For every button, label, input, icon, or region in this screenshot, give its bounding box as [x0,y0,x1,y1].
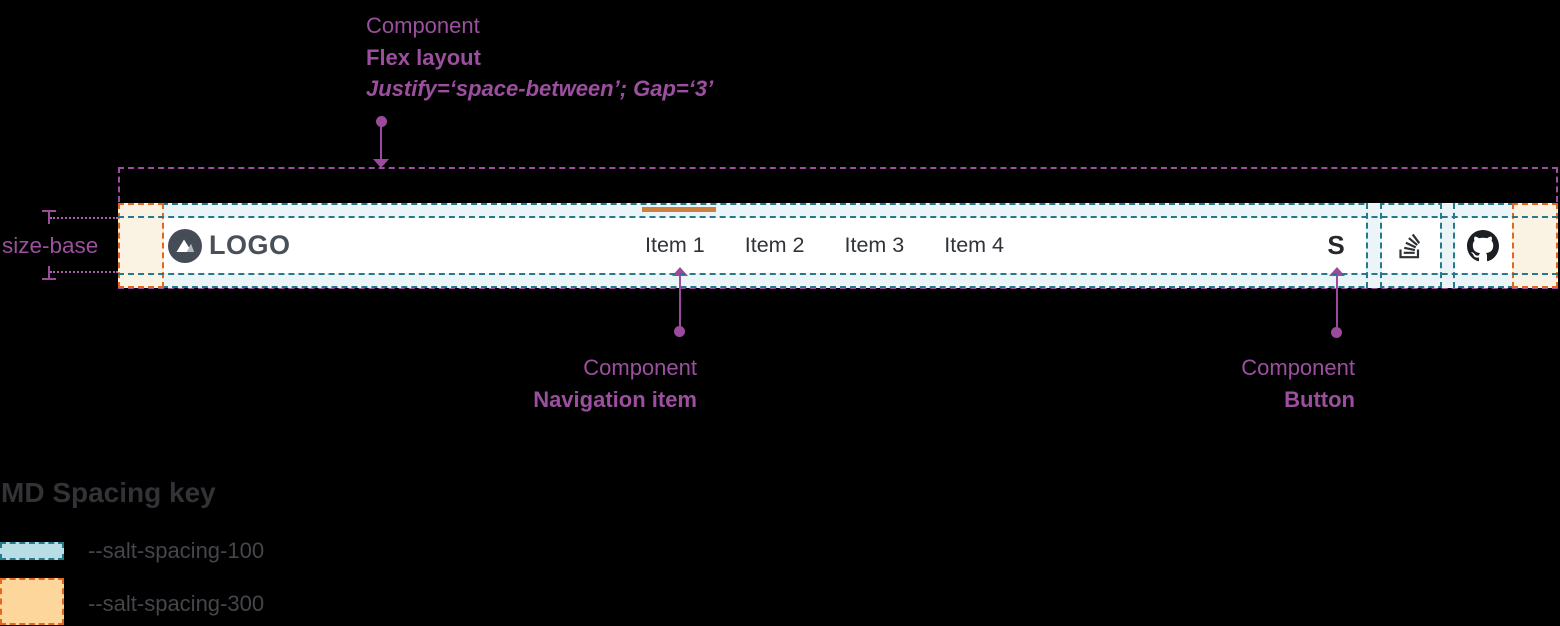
navigation-items: Item 1 Item 2 Item 3 Item 4 [645,203,1004,288]
flex-layout-annotation: Component Flex layout Justify=‘space-bet… [366,10,713,105]
nav-item-3[interactable]: Item 3 [844,233,905,257]
spacing-100-token: --salt-spacing-100 [88,538,265,563]
s-letter-icon: S [1327,230,1345,260]
logo-text: LOGO [209,230,291,260]
button-arrow-line [1336,275,1338,327]
nav-item-1[interactable]: Item 1 [645,233,705,257]
nav-item-arrow-line [679,275,681,327]
annotation-title: Navigation item [533,386,697,412]
annotation-eyebrow: Component [366,13,480,38]
nav-item-4[interactable]: Item 4 [944,233,1004,257]
nav-item-arrow-dot [674,326,685,337]
size-base-label: size-base [2,233,99,258]
spacing-100-gap-2 [1440,203,1455,288]
annotation-title: Button [1284,386,1355,412]
flex-arrow-line [380,126,382,160]
navigation-item-annotation: Component Navigation item [447,352,697,415]
size-base-measure-top [50,217,118,219]
logo[interactable]: LOGO [168,203,291,288]
spacing-300-swatch [0,578,64,625]
button-arrow-head-icon [1329,267,1345,276]
measure-tick [48,266,50,279]
nav-item-arrow-head-icon [672,267,688,276]
spacing-key-title: MD Spacing key [1,477,216,508]
measure-tick-cap [42,278,56,280]
spacing-100-inner-line-top [118,216,1558,218]
annotation-eyebrow: Component [583,355,697,380]
spacing-100-strip-top [162,203,1514,218]
spacing-100-gap-1 [1366,203,1382,288]
flex-arrow-head-icon [373,159,389,168]
github-button[interactable] [1461,203,1505,288]
spacing-300-token: --salt-spacing-300 [88,591,265,616]
nav-item-2[interactable]: Item 2 [744,233,805,257]
spacing-100-inner-line-bottom [118,273,1558,275]
active-item-indicator [642,207,716,212]
mountain-logo-icon [168,228,202,263]
measure-tick [48,211,50,224]
button-arrow-dot [1331,327,1342,338]
spacing-100-swatch [0,542,64,560]
stackoverflow-button[interactable] [1389,203,1433,288]
flex-arrow-dot [376,116,387,127]
stackoverflow-icon [1398,233,1420,258]
measure-tick-cap [42,210,56,212]
button-annotation: Component Button [1105,352,1355,415]
size-base-measure-bottom [50,271,118,273]
s-button[interactable]: S [1314,203,1358,288]
spacing-100-strip-bottom [162,273,1514,288]
annotation-props: Justify=‘space-between’; Gap=‘3’ [366,76,714,101]
github-icon [1467,229,1499,261]
annotation-eyebrow: Component [1241,355,1355,380]
annotation-title: Flex layout [366,44,481,70]
navigation-bar: LOGO Item 1 Item 2 Item 3 Item 4 S [118,203,1558,288]
